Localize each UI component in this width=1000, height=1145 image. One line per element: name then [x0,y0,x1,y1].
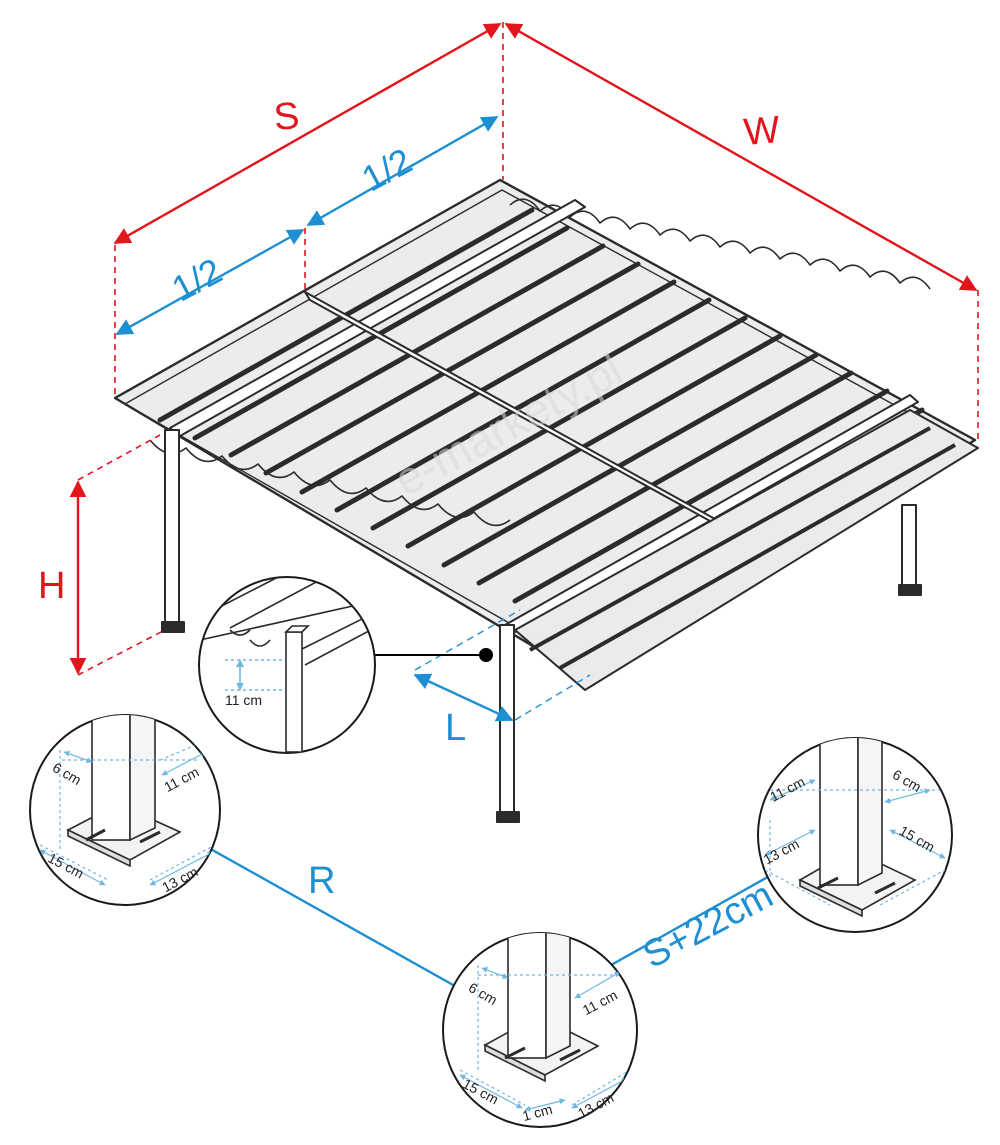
overhang-arrow [413,673,514,722]
half-left-arrow [115,228,305,336]
half-right-arrow [306,115,499,227]
diagonal-label: R [308,860,335,902]
offset-label: S+22cm [636,874,780,977]
roof-outer-frame [113,178,977,682]
height-label: H [38,565,65,607]
fabric-scallops-front [149,439,511,527]
width-arrow [504,22,978,292]
foot-detail-left: 6 cm 11 cm 15 cm 13 cm [29,714,221,906]
span-arrow [113,22,502,245]
leg-back-right [901,504,917,594]
half-right-label: 1/2 [355,140,418,200]
foot-detail-right: 11 cm 6 cm 13 cm 15 cm [757,737,953,933]
leg-front-left [164,429,180,631]
pergola-structure [113,178,979,823]
leg-front-right [499,624,515,821]
overhang-label: L [445,707,466,749]
width-label: W [742,109,782,154]
span-label: S [272,95,301,139]
callout-detail: 11 cm [198,576,493,754]
center-bottom-mid-dim: 1 cm [521,1101,554,1124]
foot-detail-center: 6 cm 11 cm 15 cm 1 cm 13 cm [442,932,638,1128]
overhang-panel [514,409,979,691]
callout-label: 11 cm [225,692,262,708]
